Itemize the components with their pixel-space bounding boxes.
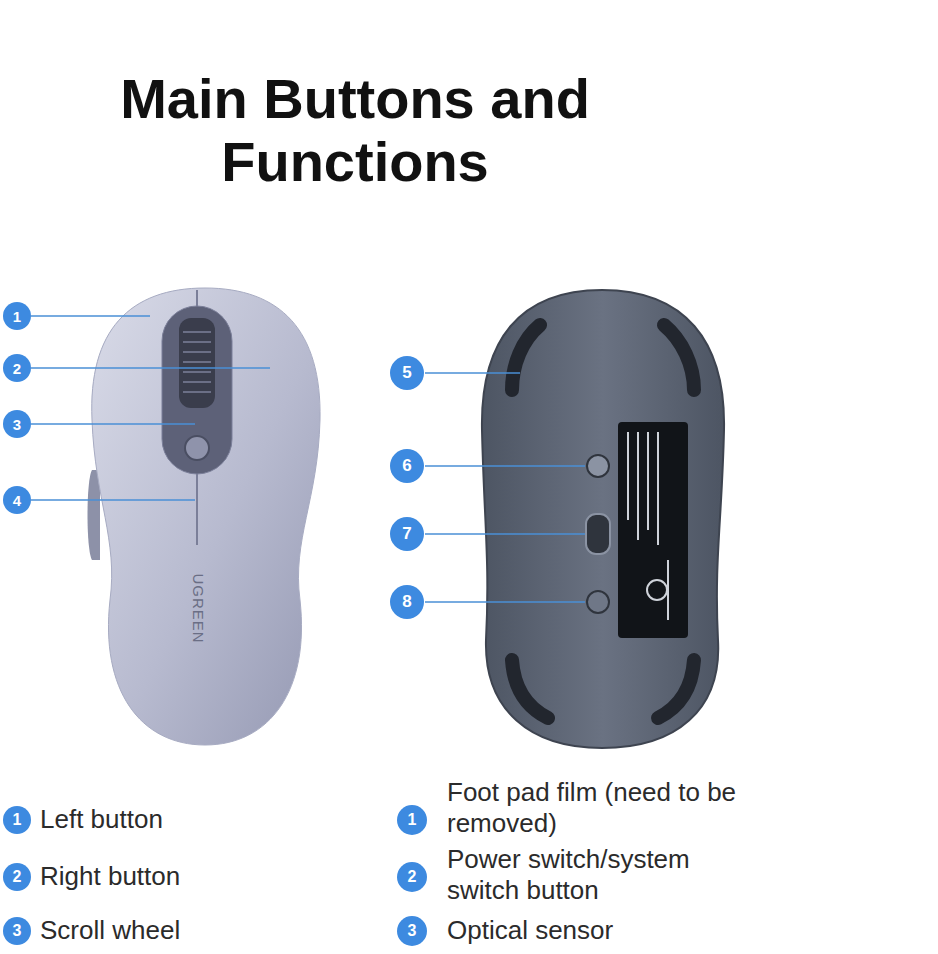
callout-number: 7: [390, 517, 424, 551]
button-seam: [196, 472, 198, 545]
illustration-part: [664, 325, 694, 390]
illustration-part: [183, 331, 211, 333]
foot-pads: [512, 325, 694, 718]
callout-number: 3: [3, 410, 31, 438]
side-button: [88, 470, 101, 560]
diagram-title: Main Buttons and Functions: [115, 68, 595, 193]
illustration-part: [31, 367, 270, 369]
part-description: Power switch/system switch button: [447, 844, 737, 906]
callout-number: 3: [3, 917, 31, 945]
illustration-part: [183, 371, 211, 373]
sticker-lines: [628, 432, 668, 620]
button-seam: [196, 290, 198, 308]
pair-button: [587, 591, 609, 613]
callout-number: 1: [3, 806, 31, 834]
callout-number: 5: [390, 356, 424, 390]
illustration-part: [183, 391, 211, 393]
illustration-part: [657, 432, 659, 545]
callout-number: 2: [397, 862, 427, 892]
illustration-part: [637, 432, 639, 540]
illustration-part: [183, 361, 211, 363]
power-switch: [587, 455, 609, 477]
part-description: Optical sensor: [447, 915, 747, 946]
callout-number: 1: [3, 302, 31, 330]
wheel-ridges: [183, 332, 211, 392]
illustration-part: [425, 601, 585, 603]
part-description: Foot pad film (need to be removed): [447, 777, 747, 839]
sticker-mark: [647, 580, 667, 600]
illustration-part: [31, 423, 195, 425]
illustration-part: [425, 372, 520, 374]
callout-number: 6: [390, 449, 424, 483]
mouse-top-view: [88, 288, 321, 745]
brand-logo: UGREEN: [190, 573, 207, 643]
part-description: Scroll wheel: [40, 915, 340, 946]
callout-number: 8: [390, 585, 424, 619]
illustration-part: [658, 660, 694, 718]
mouse-base: [482, 290, 724, 748]
illustration-part: [425, 465, 585, 467]
illustration-part: [425, 533, 585, 535]
callout-number: 2: [3, 354, 31, 382]
callout-number: 4: [3, 486, 31, 514]
illustration-part: [183, 341, 211, 343]
illustration-part: [183, 351, 211, 353]
dpi-button: [185, 436, 209, 460]
mouse-shell: [92, 288, 320, 745]
wheel-well: [162, 306, 232, 474]
illustration-part: [627, 432, 629, 520]
optical-sensor: [586, 514, 610, 554]
mouse-bottom-view: [482, 290, 724, 748]
callout-number: 3: [397, 916, 427, 946]
illustration-part: [31, 499, 195, 501]
illustration-part: [512, 325, 540, 390]
illustration-part: [183, 381, 211, 383]
illustration-part: [31, 315, 150, 317]
illustration-part: [647, 432, 649, 530]
callout-number: 1: [397, 805, 427, 835]
illustration-part: [512, 660, 548, 718]
part-description: Right button: [40, 861, 340, 892]
scroll-wheel: [179, 318, 215, 408]
part-description: Left button: [40, 804, 340, 835]
callout-number: 2: [3, 863, 31, 891]
label-sticker: [618, 422, 688, 638]
leader-lines: [31, 316, 585, 602]
